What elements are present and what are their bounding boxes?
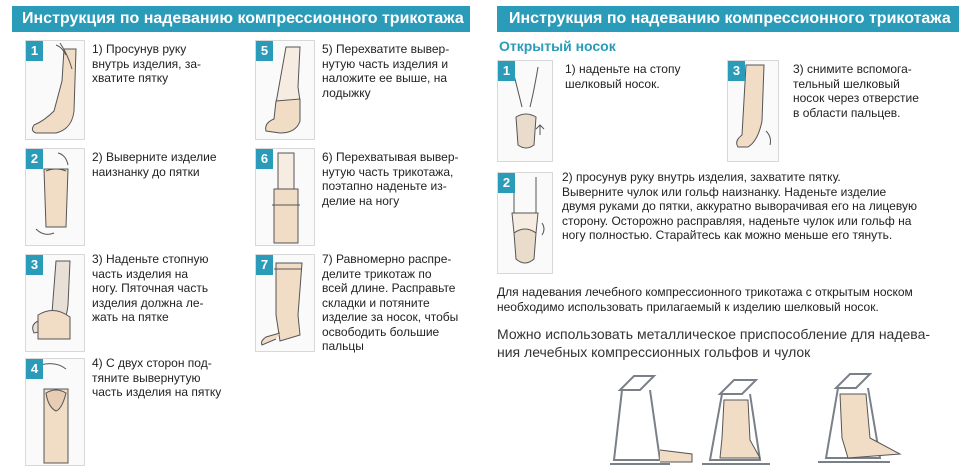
step-number-badge: 1	[26, 41, 43, 61]
step-number-badge: 2	[26, 149, 43, 169]
step-number-badge: 3	[728, 61, 745, 81]
right-step-2-text: 2) просунув руку внутрь изделия, захвати…	[562, 170, 917, 242]
left-step-5-text: 5) Перехватите вывер-нутую часть изделия…	[322, 42, 450, 100]
step-number-badge: 2	[498, 173, 515, 193]
step-number-badge: 1	[498, 61, 515, 81]
right-step-1-illustration: 1	[497, 60, 553, 162]
right-title-banner: Инструкция по надеванию компрессионного …	[497, 6, 959, 32]
left-step-5-illustration: 5	[255, 40, 315, 140]
step-number-badge: 7	[256, 255, 273, 275]
metal-device-paragraph: Можно использовать металлическое приспос…	[497, 326, 931, 360]
step-number-badge: 5	[256, 41, 273, 61]
open-toe-subtitle: Открытый носок	[499, 38, 616, 54]
right-step-2-illustration: 2	[497, 172, 553, 274]
step-number-badge: 3	[26, 255, 43, 275]
left-step-6-illustration: 6	[255, 148, 315, 246]
step-number-badge: 6	[256, 149, 273, 169]
left-step-3-illustration: 3	[25, 254, 85, 352]
left-step-7-illustration: 7	[255, 254, 315, 352]
metal-donning-device-illustration	[600, 368, 945, 470]
step-number-badge: 4	[26, 359, 43, 379]
left-step-6-text: 6) Перехватывая вывер-нутую часть трикот…	[322, 150, 459, 208]
silk-sock-note: Для надевания лечебного компрессионного …	[497, 285, 913, 314]
left-title-banner: Инструкция по надеванию компрессионного …	[12, 6, 470, 32]
right-step-3-illustration: 3	[727, 60, 779, 162]
left-step-4-illustration: 4	[25, 358, 85, 466]
left-step-2-illustration: 2	[25, 148, 85, 246]
left-step-1-illustration: 1	[25, 40, 85, 140]
